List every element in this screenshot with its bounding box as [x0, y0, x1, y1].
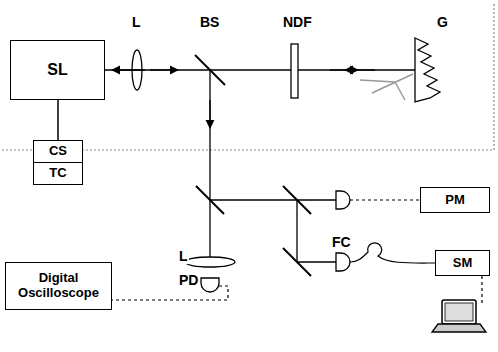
laser-beam — [297, 261, 336, 262]
instrument-box: TC — [33, 162, 83, 185]
part-label: NDF — [282, 14, 313, 30]
signal-line — [350, 199, 420, 200]
beam-arrow — [150, 69, 178, 70]
beam-arrow — [209, 100, 210, 128]
nd-filter — [291, 44, 298, 98]
beam-arrow — [345, 69, 375, 70]
instrument-box: SM — [435, 250, 490, 276]
grating — [415, 38, 440, 102]
fiber-coupler — [336, 253, 350, 271]
part-label: BS — [199, 14, 220, 30]
laser-beam — [296, 200, 297, 262]
instrument-box: PM — [420, 187, 490, 213]
part-label: FC — [331, 234, 352, 250]
laptop-screen — [442, 300, 476, 324]
part-label: L — [131, 14, 142, 30]
signal-line — [481, 276, 482, 303]
laser-beam — [210, 199, 336, 200]
laptop-display — [445, 303, 473, 321]
instrument-box: CS — [33, 140, 83, 163]
beam-arrow — [112, 69, 145, 70]
laser-beam — [209, 70, 210, 258]
part-label: PD — [178, 272, 199, 288]
optical-fiber — [350, 243, 435, 263]
lens — [185, 257, 235, 267]
box-label: Digital Oscilloscope — [11, 271, 106, 301]
detector — [336, 191, 350, 209]
laptop-base — [432, 324, 486, 332]
connector — [57, 100, 59, 140]
box-label: SL — [47, 61, 67, 79]
instrument-box: SL — [10, 40, 105, 100]
part-label: G — [436, 14, 449, 30]
signal-line — [110, 286, 228, 300]
box-label: SM — [453, 256, 473, 271]
box-label: TC — [49, 166, 66, 181]
instrument-box: Digital Oscilloscope — [5, 262, 112, 310]
photodiode — [201, 278, 219, 292]
box-label: PM — [445, 193, 465, 208]
lens — [132, 50, 142, 90]
box-label: CS — [49, 144, 67, 159]
diffracted-beam — [360, 74, 413, 100]
part-label: L — [178, 248, 189, 264]
laser-beam — [105, 69, 415, 70]
enclosure-border — [2, 2, 494, 150]
